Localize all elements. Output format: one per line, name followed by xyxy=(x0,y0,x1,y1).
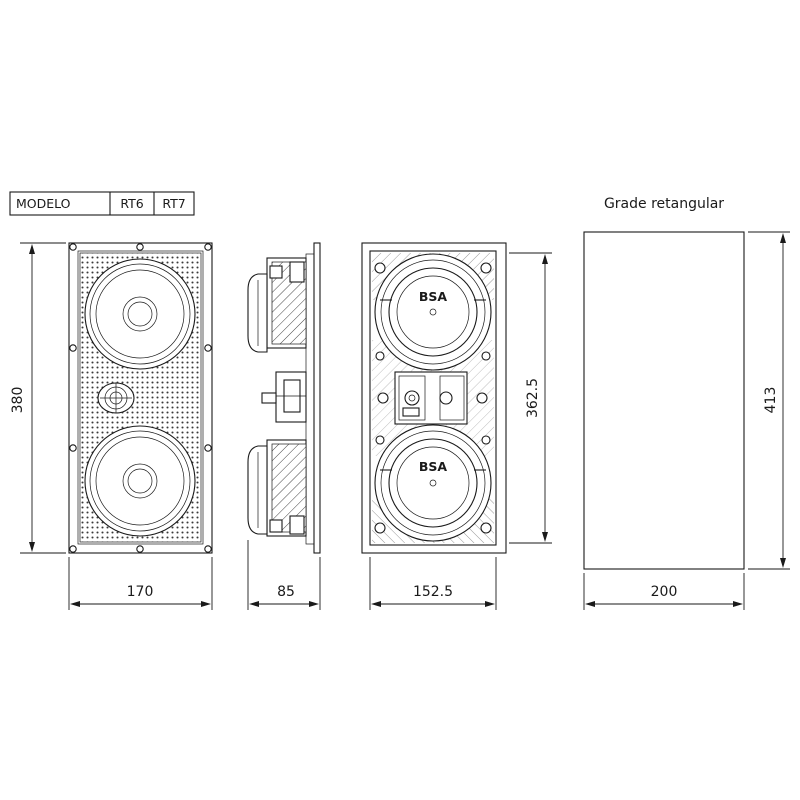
back-upper-driver: BSA xyxy=(374,253,492,371)
grille-height-dimension: 413 xyxy=(748,231,790,570)
front-width-dimension: 170 xyxy=(68,557,213,610)
grille-width-value: 200 xyxy=(651,584,678,600)
back-width-dimension: 152.5 xyxy=(369,557,497,610)
back-lower-driver: BSA xyxy=(374,424,492,542)
back-height-value: 362.5 xyxy=(525,378,541,418)
model-table: MODELO RT6 RT7 xyxy=(9,191,195,216)
back-upper-logo: BSA xyxy=(419,289,448,304)
side-view xyxy=(247,242,321,554)
front-height-dimension: 380 xyxy=(10,242,66,554)
front-lower-woofer xyxy=(84,425,196,537)
grille-title: Grade retangular xyxy=(604,196,724,212)
front-width-value: 170 xyxy=(127,584,154,600)
back-view: BSA BSA xyxy=(361,242,507,554)
back-width-value: 152.5 xyxy=(413,584,453,600)
side-depth-value: 85 xyxy=(277,584,295,600)
side-depth-dimension: 85 xyxy=(247,540,321,610)
frame-screws xyxy=(69,243,212,553)
side-upper-driver xyxy=(247,257,307,353)
back-height-dimension: 362.5 xyxy=(509,252,552,544)
grille-width-dimension: 200 xyxy=(583,573,745,610)
model-rt7: RT7 xyxy=(162,196,185,211)
side-lower-driver xyxy=(247,439,307,537)
model-rt6: RT6 xyxy=(120,196,143,211)
front-tweeter xyxy=(97,382,135,414)
grille-height-value: 413 xyxy=(763,387,779,414)
rectangular-grille xyxy=(583,231,745,570)
back-crossover xyxy=(377,371,488,425)
front-upper-woofer xyxy=(84,258,196,370)
back-lower-logo: BSA xyxy=(419,459,448,474)
side-crossover xyxy=(261,371,307,423)
model-table-header: MODELO xyxy=(16,196,71,211)
front-height-value: 380 xyxy=(10,387,26,414)
back-clamps xyxy=(374,262,492,534)
front-view xyxy=(68,242,213,554)
